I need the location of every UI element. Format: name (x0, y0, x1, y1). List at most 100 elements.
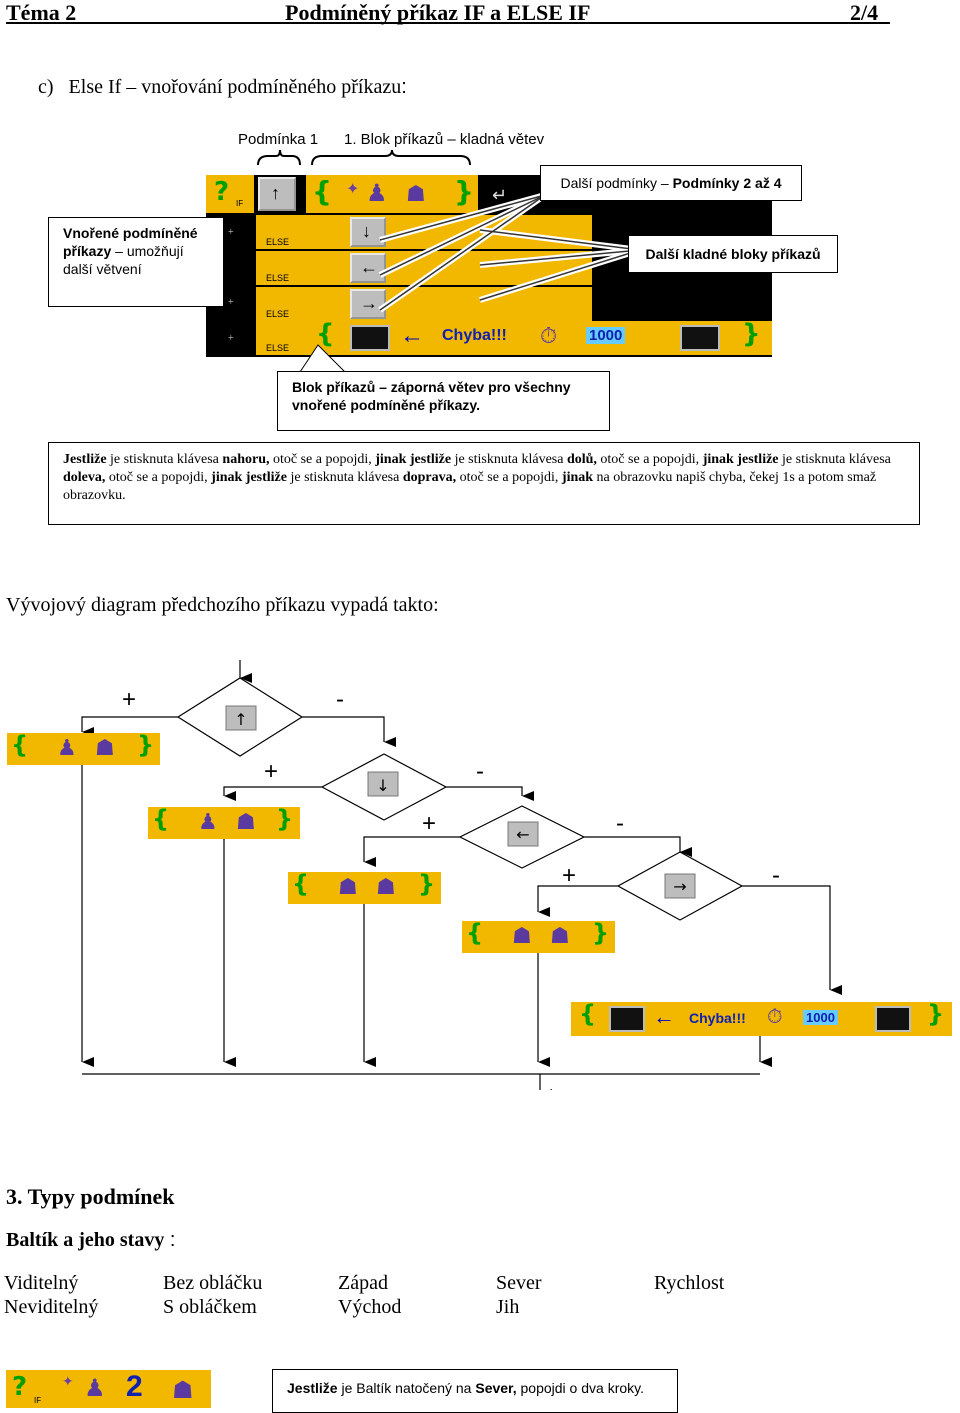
else-label: ELSE (266, 237, 290, 247)
down-arrow-icon: ↓ (362, 221, 371, 241)
screen-clear-icon (350, 325, 390, 351)
text-run: popojdi o dva kroky. (516, 1380, 645, 1396)
screen-clear-icon (680, 325, 720, 351)
state-cell: Jih (496, 1296, 520, 1318)
key-right-tile: → (350, 289, 386, 319)
close-brace-icon: } (418, 870, 436, 898)
block-1-tile: { ✦ ♟ ☗ } (306, 175, 478, 213)
close-brace-icon: } (137, 731, 155, 759)
close-brace-icon: } (592, 919, 610, 947)
description-text: Jestliže je stisknuta klávesa nahoru, ot… (63, 452, 891, 503)
minus-sign: - (772, 862, 780, 889)
header-rule (6, 22, 890, 24)
else-label: ELSE (266, 309, 290, 319)
plus-sign: + (122, 686, 137, 713)
text-bold-run: jinak jestliže (702, 452, 779, 467)
label-block-1: 1. Blok příkazů – kladná větev (344, 131, 545, 148)
open-brace-icon: { (579, 1000, 597, 1028)
text-bold-run: doleva, (63, 470, 106, 485)
down-arrow-icon: ↓ (376, 776, 389, 795)
delay-value: 1000 (586, 327, 626, 344)
states-row-2: Neviditelný S obláčkem Východ Jih (4, 1296, 904, 1320)
open-brace-icon: { (316, 319, 335, 349)
state-cell: Neviditelný (4, 1296, 99, 1318)
text-bold-run: Jestliže (287, 1380, 338, 1396)
header-title: Podmíněný příkaz IF a ELSE IF (285, 0, 591, 25)
states-row-1: Viditelný Bez obláčku Západ Sever Rychlo… (4, 1272, 904, 1296)
example-program: ? IF ✦ ♟ 2 ☗ (6, 1370, 211, 1408)
key-left-tile: ← (350, 253, 386, 283)
minus-sign: - (336, 686, 344, 713)
header-page: 2/4 (850, 0, 879, 25)
wizard-icon: ♟ (198, 809, 218, 834)
example-text: Jestliže je Baltík natočený na Sever, po… (287, 1380, 644, 1396)
callout-text: Další kladné bloky příkazů (645, 246, 821, 262)
left-arrow-icon: ← (653, 1004, 675, 1029)
text-run: je stisknuta klávesa (286, 470, 403, 485)
close-brace-icon: } (742, 319, 761, 349)
sparkle-icon: ✦ (62, 1375, 74, 1390)
flow-block-right: { ☗ ☗ } (462, 919, 615, 953)
open-brace-icon: { (466, 919, 484, 947)
text-run: je stisknuta klávesa (106, 452, 223, 467)
description-box: Jestliže je stisknuta klávesa nahoru, ot… (48, 442, 920, 525)
wizard-turn-icon: ☗ (406, 181, 426, 206)
state-cell: Rychlost (654, 1272, 725, 1294)
subtitle-text: Baltík a jeho stavy (6, 1229, 165, 1251)
wizard-turn-icon: ☗ (512, 923, 532, 948)
delay-value: 1000 (803, 1010, 838, 1025)
key-up-tile: ↑ (258, 177, 296, 211)
text-bold-run: jinak (561, 470, 594, 485)
text-run: otoč se a popojdi, (596, 452, 703, 467)
state-cell: Sever (496, 1272, 542, 1294)
close-brace-icon: } (927, 1000, 945, 1028)
state-cell: Západ (338, 1272, 388, 1294)
text-bold-run: jinak jestliže (375, 452, 452, 467)
flowchart: ↑ ↓ ← → (81, 660, 842, 1090)
callout-text: Další podmínky – (560, 175, 673, 191)
text-run: je Baltík natočený na (337, 1380, 476, 1396)
minus-sign: - (616, 810, 624, 837)
open-brace-icon: { (312, 175, 332, 208)
callout-text: – umožňují další větvení (63, 243, 184, 277)
plus-sign: + (264, 758, 279, 785)
else-row: ELSE { ← Chyba!!! ⏱ 1000 } (256, 319, 772, 355)
text-run: je stisknuta klávesa (778, 452, 891, 467)
callout-other-positive: Další kladné bloky příkazů (628, 235, 838, 273)
close-brace-icon: } (454, 175, 474, 208)
timer-icon: ⏱ (540, 323, 558, 348)
flow-title: Vývojový diagram předchozího příkazu vyp… (6, 594, 439, 616)
wizard-icon: ♟ (84, 1376, 106, 1402)
wizard-turn-icon: ☗ (172, 1378, 194, 1404)
right-arrow-icon: → (360, 293, 378, 313)
callout-bold: Podmínky 2 až 4 (672, 175, 782, 191)
pointer-arrows (299, 192, 641, 373)
wizard-turn-icon: ☗ (95, 735, 115, 760)
text-run: otoč se a popojdi, (105, 470, 212, 485)
state-cell: Viditelný (4, 1272, 79, 1294)
wizard-icon: ♟ (366, 181, 388, 207)
section-title: Else If – vnořování podmíněného příkazu (68, 76, 402, 98)
state-cell: Východ (338, 1296, 402, 1318)
section-c-heading: c) Else If – vnořování podmíněného příka… (38, 76, 407, 99)
else-if-row-3 (256, 287, 592, 321)
plus-marker: + (228, 297, 234, 308)
wizard-turn-icon: ☗ (338, 874, 358, 899)
else-label: ELSE (266, 273, 290, 283)
text-run: otoč se a popojdi, (269, 452, 376, 467)
label-condition-1: Podmínka 1 (238, 131, 319, 148)
error-text-tile: Chyba!!! (689, 1010, 746, 1026)
section-colon: : (401, 76, 407, 98)
screen-clear-icon (875, 1006, 911, 1032)
close-brace-icon: } (276, 805, 294, 833)
state-cell: S obláčkem (163, 1296, 257, 1318)
right-arrow-icon: → (673, 877, 686, 896)
question-icon: ? (214, 177, 230, 207)
callout-negative-block: Blok příkazů – záporná větev pro všechny… (277, 371, 610, 431)
wizard-turn-icon: ☗ (550, 923, 570, 948)
left-arrow-icon: ← (360, 257, 378, 277)
up-arrow-icon: ↑ (271, 183, 280, 203)
return-icon: ↵ (492, 185, 508, 205)
callout-nested: Vnořené podmíněné příkazy – umožňují dal… (48, 217, 224, 307)
screen-clear-icon (609, 1006, 645, 1032)
